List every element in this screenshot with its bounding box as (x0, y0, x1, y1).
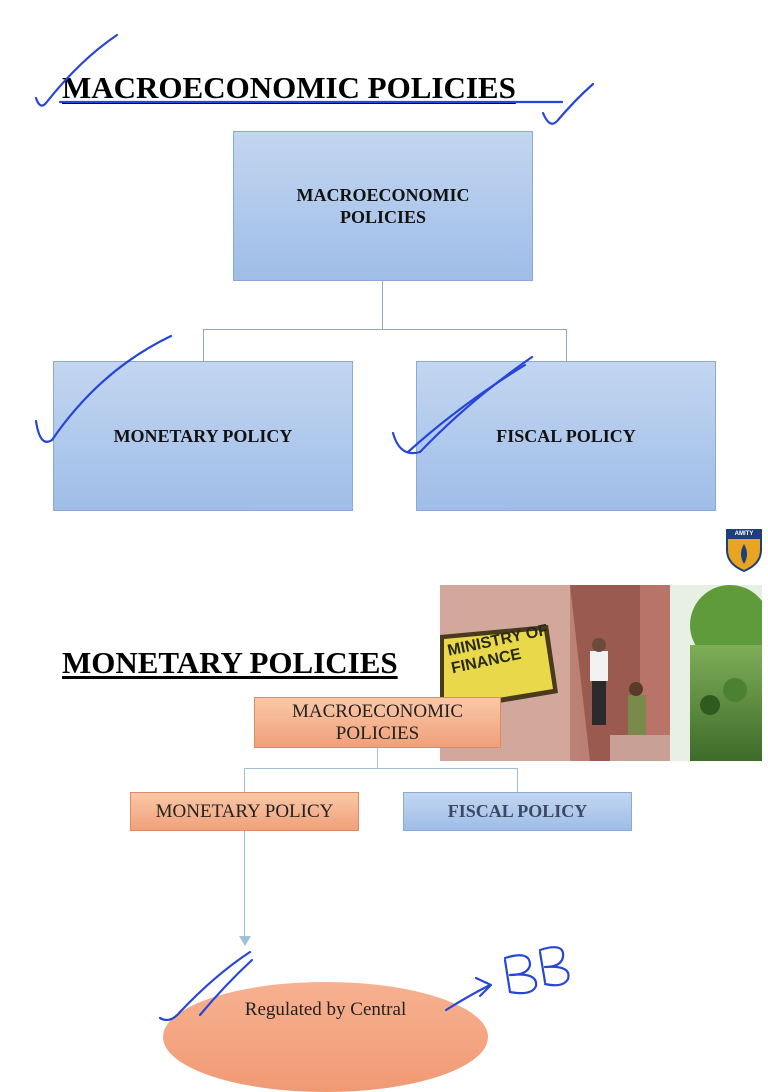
slide2-arrow-line (244, 831, 245, 939)
checkmark-icon (541, 82, 595, 125)
slide2-fiscal-box: FISCAL POLICY (403, 792, 632, 831)
slide1-heading: MACROECONOMIC POLICIES (62, 70, 516, 105)
slide1-connector-left-drop (203, 329, 204, 361)
arrow-head-icon (474, 976, 493, 998)
slide2-connector-right-drop (517, 768, 518, 792)
amity-logo: AMITY (724, 524, 764, 573)
amity-shield-icon (726, 529, 762, 573)
slide2-connector-left-drop (244, 768, 245, 792)
slide2-monetary-box: MONETARY POLICY (130, 792, 359, 831)
central-bank-oval-label: Regulated by Central (244, 999, 407, 1020)
slide1-root-box: MACROECONOMIC POLICIES (233, 131, 533, 281)
arrow-down-icon (239, 936, 251, 946)
slide1-connector-vertical (382, 281, 383, 329)
slide1-fiscal-box-label: FISCAL POLICY (496, 425, 636, 446)
slide2-connector-horizontal (244, 768, 517, 769)
slide2-fiscal-box-label: FISCAL POLICY (447, 801, 588, 821)
slide1-monetary-box-label: MONETARY POLICY (113, 425, 293, 446)
central-bank-oval: Regulated by Central (163, 982, 488, 1092)
slide1-root-box-label: MACROECONOMIC POLICIES (296, 185, 470, 227)
slide1-connector-right-drop (566, 329, 567, 361)
slide1-connector-horizontal (203, 329, 567, 330)
slide2-heading: MONETARY POLICIES (62, 645, 398, 680)
slide2-monetary-box-label: MONETARY POLICY (155, 800, 334, 822)
slide2-connector-vertical (377, 748, 378, 768)
slide2-root-box: MACROECONOMIC POLICIES (254, 697, 501, 748)
amity-logo-text: AMITY (734, 531, 754, 537)
slide1-monetary-box: MONETARY POLICY (53, 361, 353, 511)
slide1-fiscal-box: FISCAL POLICY (416, 361, 716, 511)
handwritten-note-text: BB (512, 950, 567, 996)
slide2-root-box-label: MACROECONOMIC POLICIES (291, 700, 464, 744)
